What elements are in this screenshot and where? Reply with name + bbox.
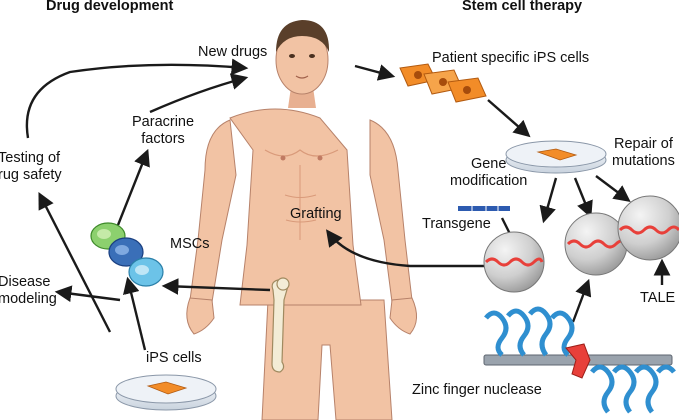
arrow-bone-to-mscs bbox=[161, 278, 271, 295]
arrow-dish-to-sphere-1 bbox=[539, 177, 558, 224]
arrows bbox=[25, 58, 671, 351]
label-disease: Disease modeling bbox=[0, 274, 57, 307]
arrow-zfn-to-sphere bbox=[571, 278, 592, 323]
human-figure bbox=[186, 20, 417, 420]
label-gene-mod: Gene modification bbox=[450, 156, 528, 189]
zinc-finger-nuclease bbox=[483, 306, 676, 414]
header-drug-development: Drug development bbox=[46, 0, 174, 14]
arrow-dish-to-sphere-3 bbox=[595, 175, 631, 203]
arrow-dish-to-sphere-2 bbox=[573, 177, 593, 219]
label-patient-ips: Patient specific iPS cells bbox=[432, 50, 590, 66]
header-stem-cell-therapy: Stem cell therapy bbox=[462, 0, 583, 14]
label-ips-cells: iPS cells bbox=[146, 350, 202, 366]
label-mscs: MSCs bbox=[170, 236, 210, 252]
label-repair: Repair of mutations bbox=[612, 136, 675, 169]
arrow-sphere-to-grafting bbox=[326, 229, 484, 268]
label-zinc-finger: Zinc finger nuclease bbox=[412, 382, 542, 398]
mscs-cluster bbox=[90, 222, 164, 287]
cell-sphere-right bbox=[617, 195, 679, 261]
arrow-paracrine-to-new-drugs bbox=[149, 73, 249, 114]
arrow-ips-to-testing bbox=[38, 192, 112, 333]
arrow-testing-to-new-drugs bbox=[25, 58, 249, 139]
cell-sphere-middle bbox=[564, 212, 628, 276]
arrow-human-to-patient-ips bbox=[354, 64, 396, 81]
petri-dish-gene-modification bbox=[505, 140, 607, 174]
petri-dish-ips bbox=[115, 374, 217, 411]
arrow-mscs-to-paracrine bbox=[116, 148, 150, 226]
label-transgene: Transgene bbox=[422, 216, 491, 232]
label-tale: TALE bbox=[640, 290, 676, 306]
arrow-ips-to-disease bbox=[54, 285, 121, 303]
label-testing: Testing of rug safety bbox=[0, 150, 62, 183]
femur-bone bbox=[271, 277, 290, 373]
arrow-patient-ips-to-dish bbox=[487, 99, 531, 138]
arrow-ips-to-mscs bbox=[123, 276, 147, 351]
cell-sphere-left bbox=[483, 231, 545, 293]
transgene-bar bbox=[458, 206, 510, 211]
label-paracrine: Paracrine factors bbox=[132, 114, 195, 147]
patient-ips-cells bbox=[399, 63, 487, 103]
label-new-drugs: New drugs bbox=[198, 44, 268, 60]
label-grafting: Grafting bbox=[290, 206, 342, 222]
